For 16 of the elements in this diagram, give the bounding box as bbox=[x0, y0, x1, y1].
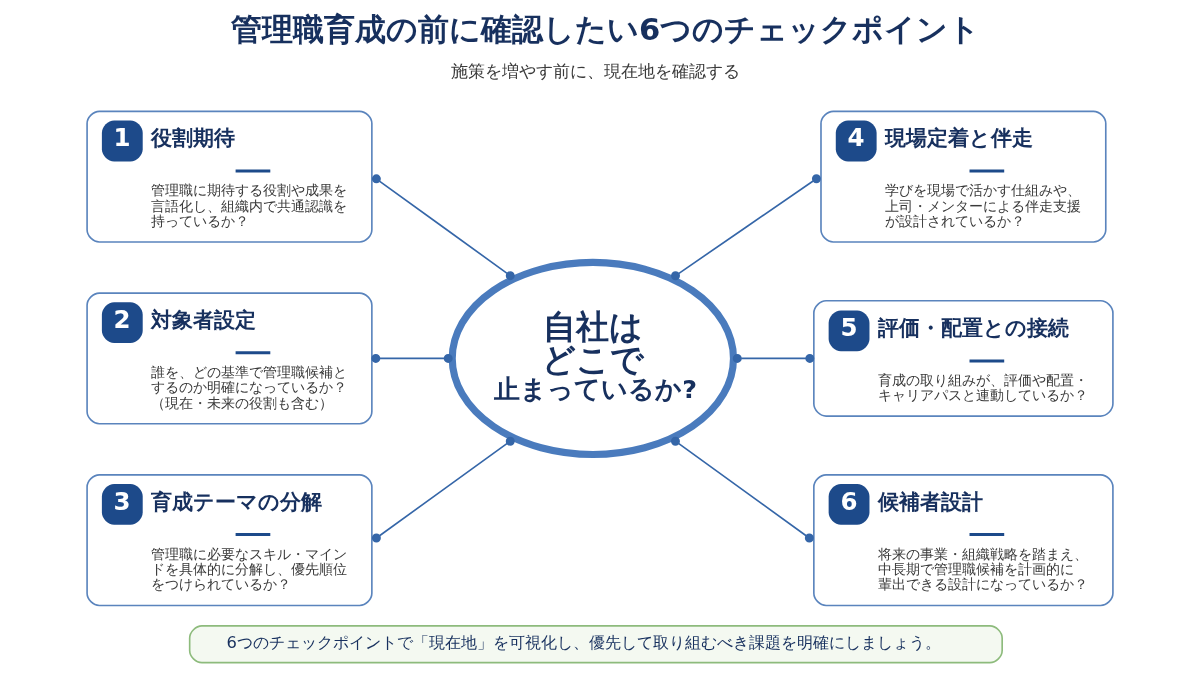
connector bbox=[371, 436, 515, 543]
node-box: 6つのチェックポイントで「現在地」を可視化し、優先して取り組むべき課題を明確にしましょう。 bbox=[188, 625, 1003, 664]
node-box: 3 育成テーマの分解 管理職に必要なスキル・マインドを具体的に分解し、優先順位をつけられているか？ bbox=[86, 474, 373, 607]
node-ellipse: 自社はどこで止まっているか? bbox=[448, 258, 738, 459]
node-box: 6 候補者設計 将来の事業・組織戦略を踏まえ、中長期で管理職候補を計画的に輩出できる設計になっているか？ bbox=[813, 474, 1114, 607]
connector bbox=[670, 436, 814, 543]
node-box: 4 現場定着と伴走 学びを現場で活かす仕組みや、上司・メンターによる伴走支援が設計されているか？ bbox=[820, 110, 1107, 243]
connector bbox=[371, 174, 515, 281]
node-box: 1 役割期待 管理職に期待する役割や成果を言語化し、組織内で共通認識を持っているか？ bbox=[86, 110, 373, 243]
diagram-title: 管理職育成の前に確認したい6つのチェックポイント bbox=[231, 11, 981, 47]
connector bbox=[371, 353, 453, 363]
label: 施策を増やす前に、現在地を確認する bbox=[451, 60, 741, 81]
connector bbox=[732, 353, 815, 363]
connector bbox=[671, 174, 821, 281]
node-box: 5 評価・配置との接続 育成の取り組みが、評価や配置・キャリアパスと連動しているか？ bbox=[813, 299, 1114, 417]
node-box: 2 対象者設定 誰を、どの基準で管理職候補とするのか明確になっているか？（現在・未来の役割も含む） bbox=[86, 292, 373, 425]
